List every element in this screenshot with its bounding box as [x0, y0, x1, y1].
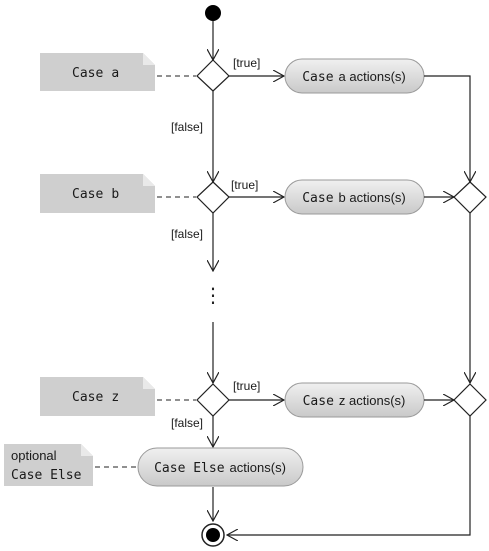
- case-a-action-keyword: Case: [302, 70, 333, 85]
- case-b-guard-true: [true]: [231, 178, 258, 192]
- case-a-action-text: a actions(s): [339, 69, 406, 84]
- else-action-text: actions(s): [230, 460, 286, 475]
- initial-node: [205, 5, 221, 21]
- else-note: optional Case Else: [4, 444, 93, 486]
- merge-b: [453, 181, 487, 214]
- decision-z: [196, 383, 230, 417]
- flow-ellipsis: ⋮: [203, 285, 223, 307]
- case-z-action-text: z actions(s): [339, 393, 405, 408]
- case-b-action-text: b actions(s): [339, 190, 406, 205]
- case-z-guard-true: [true]: [233, 379, 260, 393]
- case-z-note-value: z: [111, 390, 119, 405]
- else-note-optional: optional: [11, 448, 57, 463]
- case-b-guard-false: [false]: [171, 227, 203, 241]
- case-z-guard-false: [false]: [171, 416, 203, 430]
- case-b-note-value: b: [111, 187, 119, 202]
- flow-merge-z-to-final: [227, 416, 471, 535]
- else-note-case-else: Case Else: [11, 468, 82, 483]
- case-z-action-keyword: Case: [303, 394, 334, 409]
- case-b-note-keyword: Case: [72, 187, 103, 202]
- else-action-keyword: Case Else: [154, 461, 225, 476]
- case-a-note-value: a: [111, 66, 119, 81]
- final-node: [201, 523, 225, 547]
- flow-action-a-to-merge-b: [424, 75, 470, 182]
- case-a-note-keyword: Case: [72, 66, 103, 81]
- merge-z: [453, 383, 487, 417]
- case-a-action: Case a actions(s): [284, 58, 425, 94]
- decision-b: [196, 181, 230, 214]
- case-z-action: Case z actions(s): [284, 382, 425, 418]
- case-b-action: Case b actions(s): [284, 179, 425, 215]
- case-b-action-keyword: Case: [302, 191, 333, 206]
- else-action: Case Else actions(s): [137, 447, 304, 487]
- case-a-guard-true: [true]: [233, 56, 260, 70]
- case-z-note-keyword: Case: [72, 390, 103, 405]
- decision-a: [196, 59, 230, 92]
- case-a-guard-false: [false]: [171, 120, 203, 134]
